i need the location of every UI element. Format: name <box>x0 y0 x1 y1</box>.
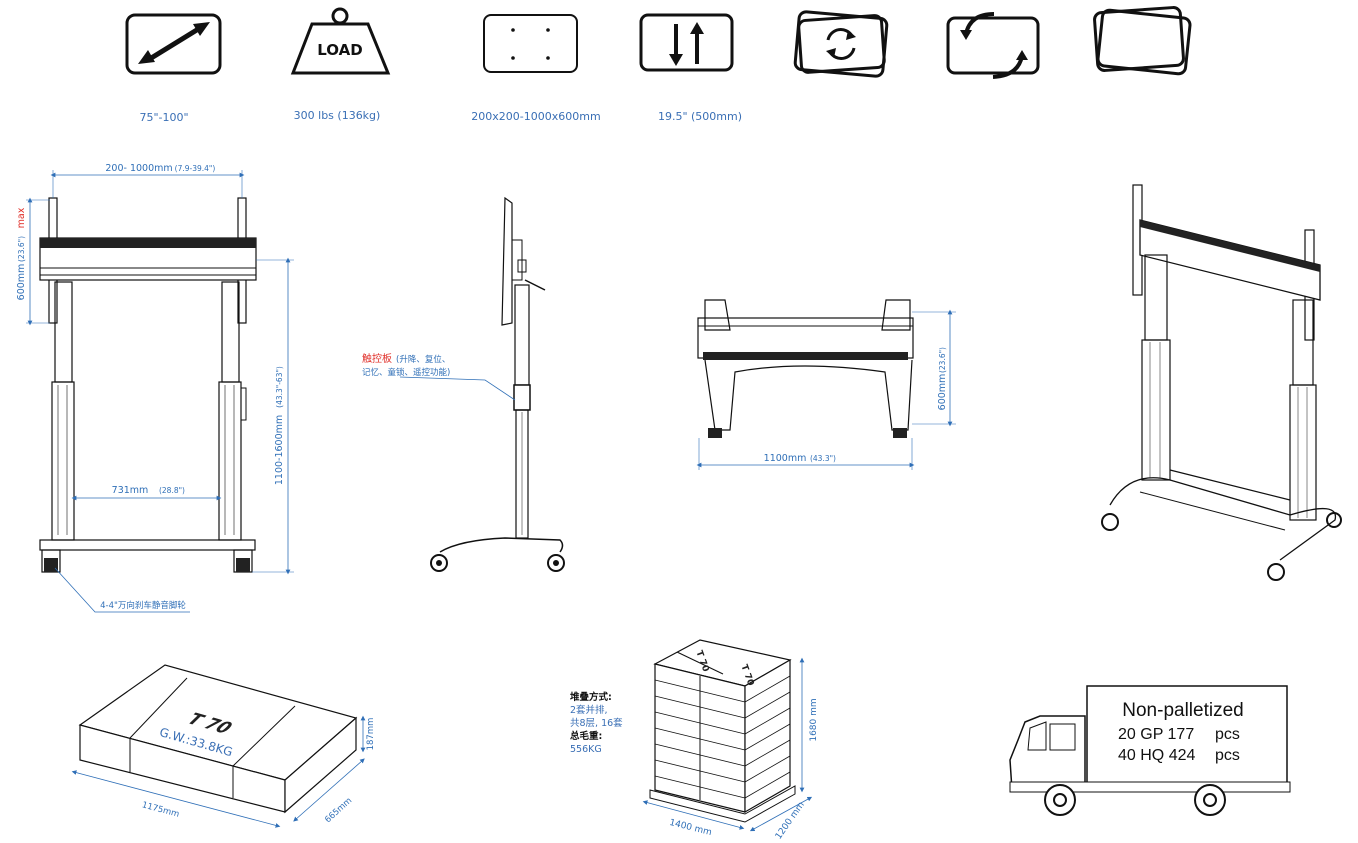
front-height-label: 1100-1600mm <box>274 415 285 485</box>
load-icon-text: LOAD <box>317 41 362 59</box>
top-view-drawing <box>697 299 914 438</box>
orientation-switch-icon <box>946 12 1040 79</box>
front-width-label: 200- 1000mm <box>105 163 172 174</box>
height-adjust-icon <box>639 13 734 72</box>
package-length: 1175mm <box>141 800 180 820</box>
rotate-icon <box>793 10 889 78</box>
truck-line3-a: 40 HQ 424 <box>1118 747 1195 764</box>
truck-line2-b: pcs <box>1215 726 1240 743</box>
spec-value-size: 75"-100" <box>139 111 188 124</box>
package-width: 665mm <box>323 796 354 825</box>
pallet-stack-drawing: T 70 T 70 <box>649 639 796 823</box>
front-vertical-label: 600mm <box>16 264 27 301</box>
front-vertical-label-in: (23.6") <box>17 236 26 262</box>
spec-values: 75"-100" 300 lbs (136kg) 200x200-1000x60… <box>139 109 742 124</box>
pallet-title: 堆叠方式: <box>570 691 612 703</box>
spec-value-height-adjust: 19.5" (500mm) <box>658 110 742 123</box>
vesa-pattern-icon <box>483 14 578 73</box>
pallet-width: 1200 mm <box>774 800 807 841</box>
top-depth-label-in: (23.6") <box>938 347 947 373</box>
top-width-label: 1100mm <box>764 453 807 464</box>
diagonal-size-icon <box>125 13 222 75</box>
spec-value-load: 300 lbs (136kg) <box>294 109 381 122</box>
tilt-icon <box>1093 6 1192 76</box>
touch-panel-desc-2: 记忆、童锁、遥控功能) <box>362 367 450 378</box>
truck-line3-b: pcs <box>1215 747 1240 764</box>
front-vertical-label-max: max <box>16 207 27 228</box>
touch-panel-desc-1: (升降、复位、 <box>396 354 450 365</box>
front-width-label-in: (7.9-39.4") <box>175 164 216 173</box>
front-inner-width-label: 731mm <box>112 485 149 496</box>
spec-value-vesa: 200x200-1000x600mm <box>471 110 600 123</box>
touch-panel-callout: 触控板 (升降、复位、 记忆、童锁、遥控功能) <box>362 352 516 401</box>
isometric-view-drawing <box>1101 184 1342 581</box>
package-box-drawing: T 70 G.W.:33.8KG <box>78 664 358 814</box>
spec-icon-row: LOAD <box>125 6 1192 79</box>
pallet-weight: 556KG <box>570 744 602 755</box>
pallet-info: 堆叠方式: 2套并排, 共8层, 16套 总毛重: 556KG <box>570 691 623 755</box>
pallet-height: 1680 mm <box>809 698 819 741</box>
front-inner-width-label-in: (28.8") <box>159 486 185 495</box>
package-height: 187mm <box>366 718 376 751</box>
pallet-line1: 2套并排, <box>570 704 608 716</box>
front-view-dimensions: 200- 1000mm (7.9-39.4") 600mm (23.6") ma… <box>16 163 294 613</box>
top-view-dimensions: 600mm (23.6") 1100mm (43.3") <box>696 309 956 470</box>
front-height-label-in: (43.3"-63") <box>275 366 284 408</box>
pallet-line2: 共8层, 16套 <box>570 717 623 729</box>
truck-line2-a: 20 GP 177 <box>1118 726 1194 743</box>
truck-line1: Non-palletized <box>1122 700 1243 721</box>
truck-drawing: Non-palletized 20 GP 177 pcs 40 HQ 424 p… <box>1009 685 1291 816</box>
touch-panel-title: 触控板 <box>362 352 392 365</box>
pallet-weight-title: 总毛重: <box>570 730 602 742</box>
top-depth-label: 600mm <box>937 374 948 411</box>
side-view-drawing <box>430 196 565 572</box>
top-width-label-in: (43.3") <box>810 454 836 463</box>
load-weight-icon: LOAD <box>290 7 391 75</box>
caster-note: 4-4"万向刹车静音脚轮 <box>100 600 186 611</box>
pallet-length: 1400 mm <box>668 818 712 838</box>
front-view-drawing <box>39 197 257 573</box>
